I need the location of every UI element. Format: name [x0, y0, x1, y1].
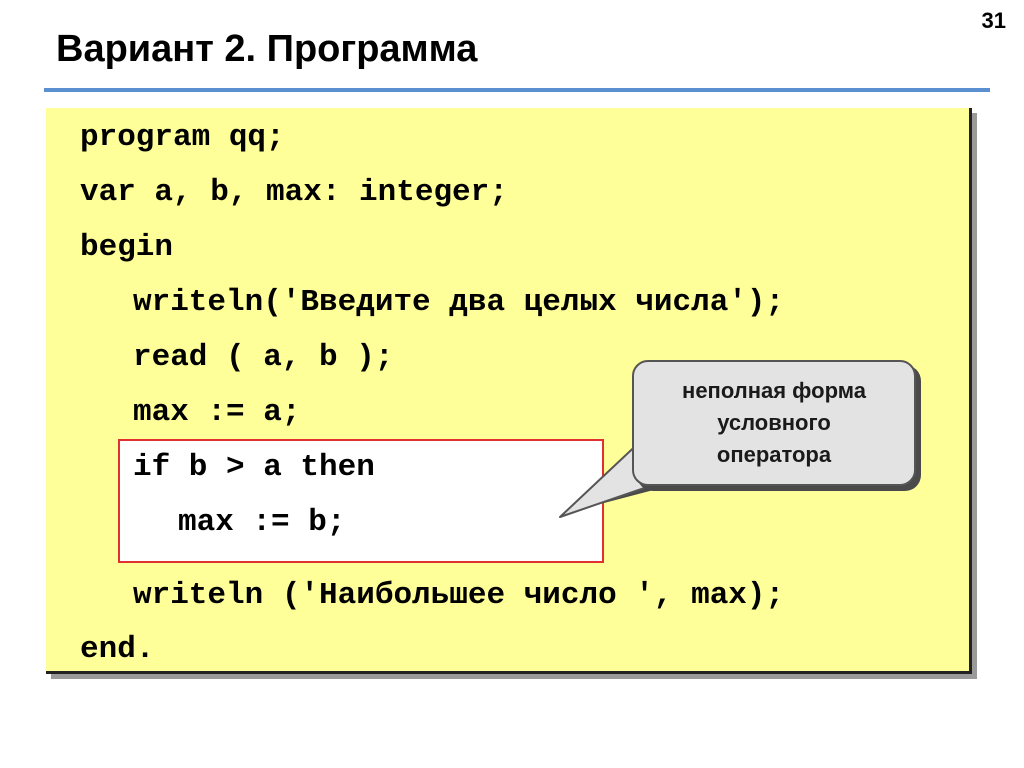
code-line-begin: begin [80, 230, 174, 265]
callout-bubble: неполная форма условного оператора [632, 360, 916, 486]
code-line-end: end. [80, 632, 155, 667]
code-line-read: read ( a, b ); [133, 340, 394, 375]
slide-number: 31 [981, 8, 1006, 33]
code-line-var: var a, b, max: integer; [80, 175, 508, 210]
code-line-writeln-prompt: writeln('Введите два целых числа'); [133, 285, 785, 320]
callout-text-line: условного [717, 410, 831, 435]
code-line-max-assign-a: max := a; [133, 395, 301, 430]
slide-title: Вариант 2. Программа [56, 28, 478, 70]
callout-text-line: неполная форма [682, 378, 866, 403]
code-line-max-assign-b: max := b; [178, 505, 346, 540]
code-line-program: program qq; [80, 120, 285, 155]
callout-text-line: оператора [716, 442, 832, 467]
if-statement-highlight [118, 439, 604, 563]
code-line-writeln-result: writeln ('Наибольшее число ', max); [133, 578, 785, 613]
title-underline [44, 88, 990, 92]
code-line-if: if b > a then [133, 450, 375, 485]
